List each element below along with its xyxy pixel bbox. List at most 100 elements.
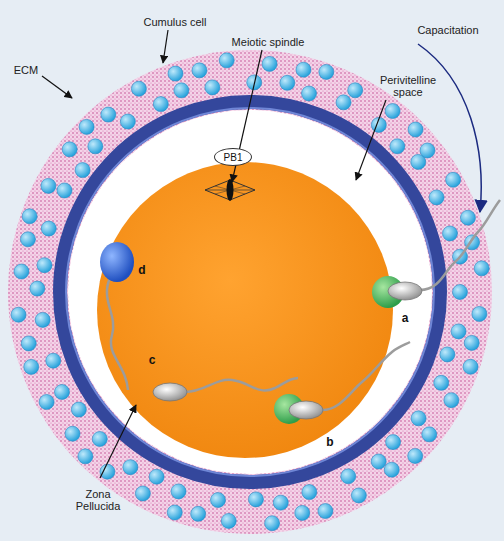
cumulus-cell — [37, 258, 52, 273]
cumulus-cell — [384, 462, 399, 477]
cumulus-cell — [171, 484, 186, 499]
callout-letter: d — [134, 264, 150, 276]
polar-body-label: PB1 — [224, 152, 243, 163]
structure-label: Zona Pellucida — [68, 488, 128, 512]
cumulus-cell — [20, 232, 35, 247]
cumulus-cell — [385, 104, 400, 119]
polar-body: PB1 — [214, 148, 252, 166]
cumulus-cell — [65, 426, 80, 441]
cumulus-cells — [11, 53, 489, 531]
cumulus-cell — [463, 359, 478, 374]
cumulus-cell — [411, 411, 426, 426]
cumulus-cell — [443, 226, 458, 241]
cumulus-cell — [390, 139, 405, 154]
callout-letter: c — [144, 354, 160, 366]
cumulus-cell — [174, 83, 189, 98]
cumulus-cell — [14, 264, 29, 279]
cumulus-cell — [408, 122, 423, 137]
structure-label: Meiotic spindle — [213, 36, 323, 48]
callout-letter: b — [322, 436, 338, 448]
sperm-b — [274, 342, 410, 424]
callout-letter: a — [397, 312, 413, 324]
cumulus-cell — [57, 183, 72, 198]
cumulus-cell — [123, 460, 138, 475]
cumulus-cell — [262, 56, 277, 71]
cumulus-cell — [22, 209, 37, 224]
cumulus-cell — [205, 80, 220, 95]
cumulus-cell — [167, 505, 182, 520]
cumulus-cell — [131, 81, 146, 96]
cumulus-cell — [273, 495, 288, 510]
cumulus-cell — [318, 504, 333, 519]
cumulus-cell — [341, 469, 356, 484]
zona-pellucida-ring — [60, 102, 440, 482]
cumulus-cell — [100, 464, 115, 479]
structure-label: ECM — [6, 64, 46, 76]
cumulus-cell — [191, 506, 206, 521]
cumulus-cell — [35, 312, 50, 327]
cumulus-cell — [371, 454, 386, 469]
ecm-disc — [8, 50, 492, 534]
cumulus-cell — [21, 336, 36, 351]
cumulus-cell — [472, 306, 487, 321]
cumulus-cell — [168, 66, 183, 81]
cumulus-cell — [296, 62, 311, 77]
structure-label: Perivitelline space — [368, 74, 448, 98]
cumulus-cell — [78, 449, 93, 464]
leader-lines — [42, 30, 481, 478]
cumulus-cell — [153, 97, 168, 112]
cumulus-cell — [295, 505, 310, 520]
cumulus-cell — [302, 485, 317, 500]
cumulus-cell — [265, 516, 280, 531]
sperm-c — [153, 378, 298, 401]
cumulus-cell — [88, 139, 103, 154]
cumulus-cell — [302, 86, 317, 101]
cumulus-cell — [451, 324, 466, 339]
cumulus-cell — [75, 163, 90, 178]
cumulus-cell — [351, 488, 366, 503]
cumulus-cell — [39, 394, 54, 409]
sperm-d — [100, 242, 134, 390]
cumulus-cell — [444, 393, 459, 408]
cumulus-cell — [348, 83, 363, 98]
cumulus-cell — [460, 210, 475, 225]
sperm-a — [372, 200, 500, 308]
cumulus-cell — [54, 384, 69, 399]
cumulus-cell — [408, 449, 423, 464]
zona-inner-edge — [66, 108, 434, 476]
cumulus-cell — [422, 427, 437, 442]
cumulus-cell — [221, 513, 236, 528]
cumulus-cell — [429, 190, 444, 205]
cumulus-cell — [149, 469, 164, 484]
cumulus-cell — [11, 307, 26, 322]
cumulus-cell — [24, 359, 39, 374]
cumulus-cell — [453, 285, 468, 300]
cumulus-cell — [434, 375, 449, 390]
process-label: Capacitation — [398, 24, 498, 36]
cumulus-cell — [211, 493, 226, 508]
cumulus-cell — [440, 347, 455, 362]
cumulus-cell — [420, 143, 435, 158]
cumulus-cell — [248, 492, 263, 507]
cumulus-cell — [41, 178, 56, 193]
cumulus-cell — [62, 142, 77, 157]
cumulus-cell — [464, 335, 479, 350]
cumulus-cell — [101, 107, 116, 122]
cumulus-cell — [46, 353, 61, 368]
cumulus-cell — [92, 432, 107, 447]
structure-label: Cumulus cell — [125, 16, 225, 28]
cumulus-cell — [41, 221, 56, 236]
oocyte — [97, 162, 393, 458]
cumulus-cell — [120, 114, 135, 129]
cumulus-cell — [30, 281, 45, 296]
perivitelline-space — [68, 110, 432, 474]
cumulus-cell — [135, 486, 150, 501]
cumulus-cell — [219, 53, 234, 68]
cumulus-cell — [71, 402, 86, 417]
cumulus-cell — [319, 64, 334, 79]
cumulus-cell — [79, 119, 94, 134]
meiotic-spindle — [205, 179, 255, 201]
cumulus-cell — [386, 435, 401, 450]
cumulus-cell — [446, 172, 461, 187]
